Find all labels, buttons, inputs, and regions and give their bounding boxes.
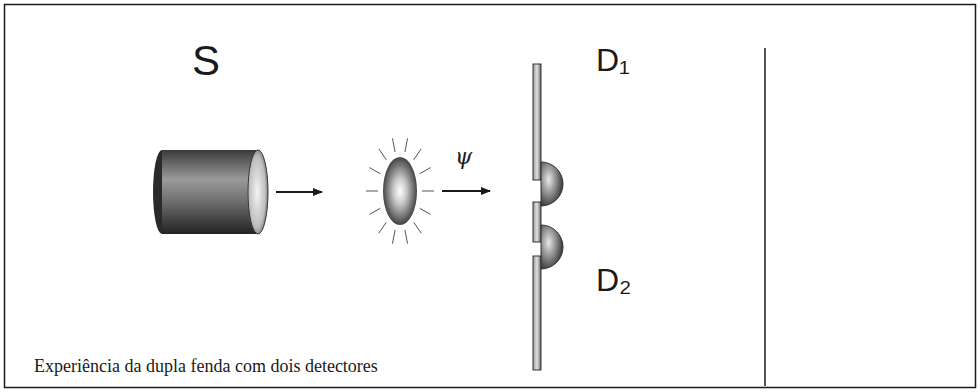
glow-ray — [392, 138, 395, 152]
glow-ray — [405, 230, 408, 244]
glow-ray — [366, 191, 378, 192]
glow-ray — [369, 168, 380, 174]
glow-ray — [414, 222, 421, 233]
glow-ray — [392, 230, 395, 244]
glow-ray — [414, 149, 421, 160]
glow-ray — [420, 208, 431, 214]
glow-ray — [420, 168, 431, 174]
glow-ray — [379, 149, 386, 160]
wavefunction-symbol: ψ — [455, 146, 472, 168]
glow-ray — [405, 138, 408, 152]
glow-ray — [379, 222, 386, 233]
figure-caption: Experiência da dupla fenda com dois dete… — [34, 357, 378, 375]
detector-label: D₁ — [596, 44, 630, 76]
source-label: S — [192, 40, 220, 82]
glow-ray — [369, 208, 380, 214]
detector-label: D₂ — [596, 264, 632, 296]
glow-ray — [422, 191, 434, 192]
